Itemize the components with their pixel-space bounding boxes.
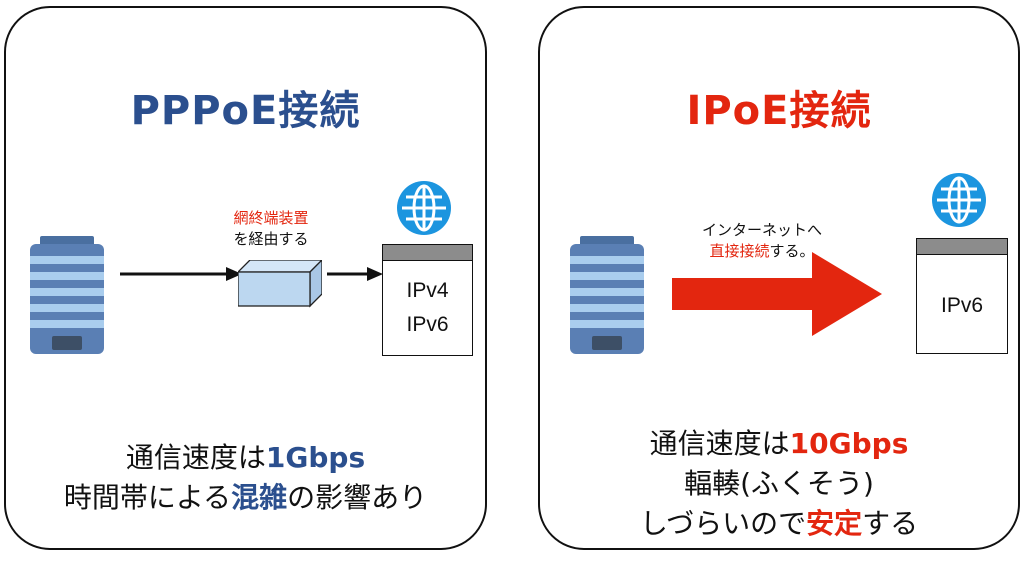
description-line: 時間帯による混雑の影響あり	[6, 478, 485, 518]
description-text: しづらいので	[639, 507, 807, 540]
ip-label: IPv4	[406, 279, 449, 302]
device-caption-line1: 網終端装置	[233, 209, 309, 227]
description-line: 通信速度は10Gbps	[540, 424, 1018, 464]
description-line: 輻輳(ふくそう)	[684, 467, 874, 500]
arrow-caption-suffix: する。	[769, 242, 815, 260]
device-caption-line2: を経由する	[233, 230, 309, 248]
building-icon	[30, 236, 104, 354]
globe-icon	[397, 181, 451, 235]
ip-label: IPv6	[406, 313, 449, 336]
description-text: 通信速度は	[649, 427, 790, 460]
server-box-header	[917, 239, 1007, 255]
pppoe-title: PPPoE接続	[130, 88, 361, 134]
arrow-caption: インターネットへ 直接接続する。	[682, 220, 842, 262]
speed-value: 1Gbps	[265, 441, 366, 474]
congestion-text: 混雑	[231, 481, 288, 514]
server-box: IPv6	[916, 238, 1008, 354]
network-device-icon	[238, 260, 322, 308]
description-text: する	[862, 507, 919, 540]
arrow-icon	[120, 267, 242, 281]
description-line: しづらいので安定する	[540, 504, 1018, 544]
description-line: 通信速度は1Gbps	[6, 438, 485, 478]
arrow-icon	[672, 252, 882, 336]
speed-value: 10Gbps	[789, 427, 909, 460]
ipoe-panel: IPoE接続 インターネットへ 直接接続する。 IPv6	[538, 6, 1020, 550]
pppoe-description: 通信速度は1Gbps 時間帯による混雑の影響あり	[6, 438, 485, 518]
stable-text: 安定	[806, 507, 863, 540]
server-box: IPv4 IPv6	[382, 244, 473, 356]
server-box-header	[383, 245, 472, 261]
direct-connect-text: 直接接続	[709, 242, 770, 260]
globe-icon	[932, 173, 986, 227]
description-text: 通信速度は	[125, 441, 266, 474]
ip-label: IPv6	[940, 294, 984, 317]
pppoe-panel: PPPoE接続 網終端装置 を経由する	[4, 6, 487, 550]
arrow-icon	[327, 267, 383, 281]
building-icon	[570, 236, 644, 354]
description-text: 時間帯による	[63, 481, 232, 514]
description-text: の影響あり	[287, 481, 428, 514]
arrow-caption-line2: 直接接続する。	[682, 241, 842, 262]
ipoe-description: 通信速度は10Gbps 輻輳(ふくそう) しづらいので安定する	[540, 424, 1018, 544]
ipoe-title: IPoE接続	[686, 88, 872, 134]
arrow-caption-line1: インターネットへ	[701, 221, 822, 239]
device-caption: 網終端装置 を経由する	[216, 208, 326, 250]
